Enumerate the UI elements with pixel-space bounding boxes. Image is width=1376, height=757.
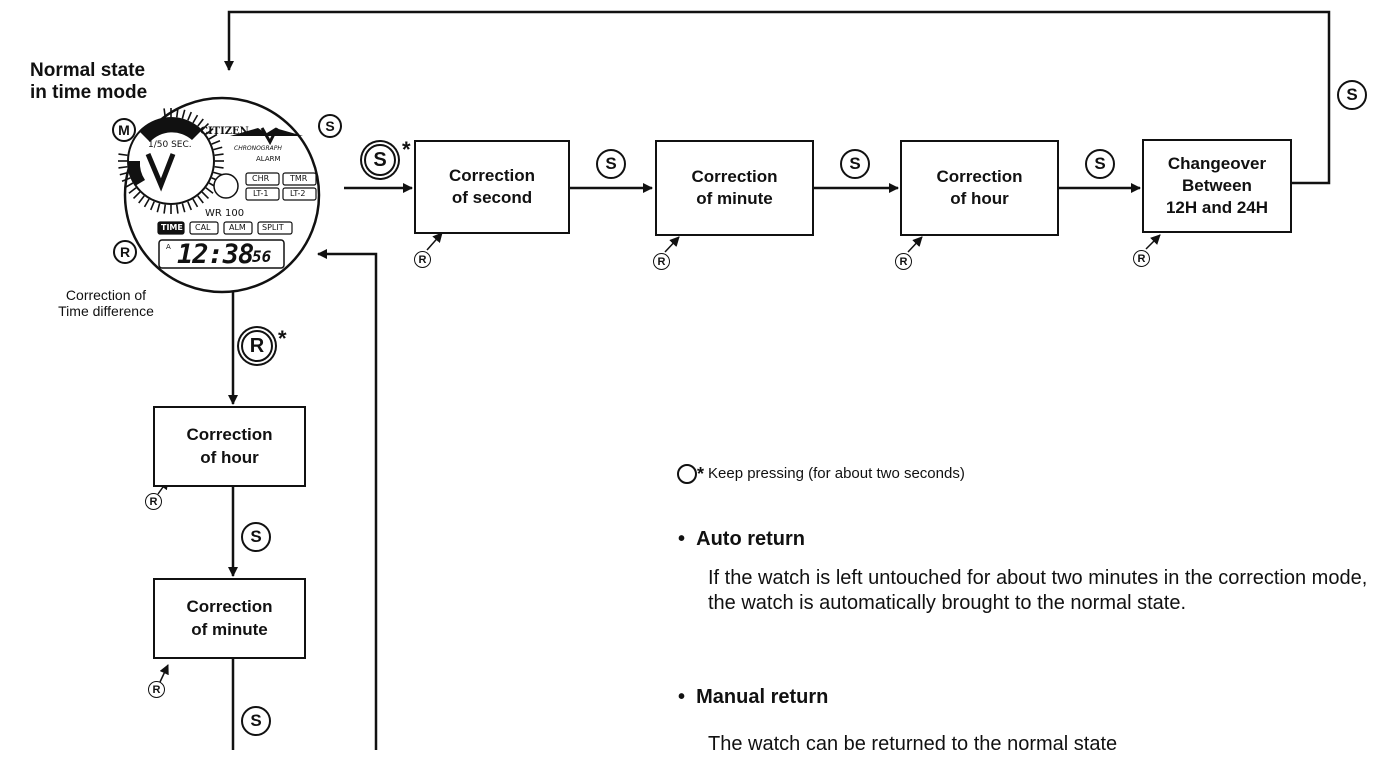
subdial-tick bbox=[211, 139, 221, 145]
subdial-tick bbox=[201, 122, 210, 131]
legend-star: * bbox=[697, 464, 705, 484]
subdial-tick bbox=[163, 204, 167, 214]
subdial-tick bbox=[197, 118, 204, 127]
display-seconds: 56 bbox=[252, 247, 272, 266]
subdial-tick bbox=[213, 171, 223, 176]
chronograph-logo bbox=[230, 127, 303, 146]
display-time: 12:38 bbox=[177, 239, 254, 270]
bullet-icon: • bbox=[678, 686, 697, 708]
s-button-arrow-1: S bbox=[596, 149, 626, 179]
legend-text: Keep pressing (for about two seconds) bbox=[708, 464, 965, 482]
subdial-tick bbox=[197, 195, 204, 204]
r-icon-hour: R bbox=[895, 253, 912, 270]
subdial-tick bbox=[187, 201, 193, 211]
subdial-tick bbox=[214, 165, 224, 169]
s-hold-star: * bbox=[402, 137, 411, 162]
manual-return-heading: • Manual return bbox=[678, 686, 828, 709]
logo-line1: CHRONOGRAPH bbox=[234, 145, 282, 152]
watch-button-m[interactable]: M bbox=[112, 118, 136, 142]
r-icon-left-hour: R bbox=[145, 493, 162, 510]
bullet-icon: • bbox=[678, 528, 697, 550]
subdial-tick bbox=[121, 177, 131, 183]
mode-cal: CAL bbox=[195, 223, 211, 232]
subdial-tick bbox=[213, 146, 223, 151]
subdial-tick bbox=[138, 195, 145, 204]
box-correction-of-hour: Correction of hour bbox=[900, 140, 1059, 236]
watch-brand: CITIZEN bbox=[200, 126, 249, 137]
box-correction-of-second: Correction of second bbox=[414, 140, 570, 234]
subdial-tick bbox=[124, 182, 134, 189]
subdial-tick bbox=[205, 187, 214, 194]
subdial-tick bbox=[163, 108, 167, 118]
return-to-watch-line bbox=[317, 249, 378, 750]
r-icon-minute: R bbox=[653, 253, 670, 270]
subdial-tick bbox=[192, 114, 199, 124]
s-button-left-1: S bbox=[241, 522, 271, 552]
correction-time-difference-label: Correction of Time difference bbox=[58, 287, 154, 320]
subdial-tick bbox=[205, 128, 214, 135]
subdial-tick bbox=[187, 111, 193, 121]
subdial-tick bbox=[208, 133, 218, 140]
auto-return-body: If the watch is left untouched for about… bbox=[708, 567, 1368, 614]
loop-return-line bbox=[224, 10, 1331, 185]
manual-return-body: The watch can be returned to the normal … bbox=[708, 733, 1118, 755]
normal-state-label: Normal state in time mode bbox=[30, 60, 148, 103]
r-icon-changeover: R bbox=[1133, 250, 1150, 267]
logo-line2: ALARM bbox=[256, 155, 281, 163]
subdial-tick bbox=[119, 171, 129, 176]
mode-alm: ALM bbox=[229, 223, 246, 232]
s-button-loop: S bbox=[1337, 80, 1367, 110]
box-correction-of-minute: Correction of minute bbox=[655, 140, 814, 236]
s-button-arrow-2: S bbox=[840, 149, 870, 179]
box-left-correction-of-minute: Correction of minute bbox=[153, 578, 306, 659]
watch-face bbox=[118, 96, 321, 294]
subdial-tick bbox=[128, 187, 137, 194]
subdial-tick bbox=[181, 109, 186, 119]
subdial-tick bbox=[175, 108, 179, 118]
chr-label: CHR bbox=[252, 174, 270, 183]
subdial-tick bbox=[118, 153, 128, 157]
legend: *Keep pressing (for about two seconds) bbox=[677, 464, 965, 485]
subdial-tick bbox=[181, 203, 186, 213]
r-icon-second: R bbox=[414, 251, 431, 268]
subdial-tick bbox=[118, 165, 128, 169]
box-changeover-12h-24h: Changeover Between 12H and 24H bbox=[1142, 139, 1292, 233]
subdial-tick bbox=[149, 201, 155, 211]
watch-button-s[interactable]: S bbox=[318, 114, 342, 138]
wr-label: WR 100 bbox=[205, 208, 245, 219]
lt1-label: LT-1 bbox=[253, 189, 269, 198]
watch-button-r[interactable]: R bbox=[113, 240, 137, 264]
subdial bbox=[127, 117, 215, 205]
s-button-left-2: S bbox=[241, 706, 271, 736]
box-left-correction-of-hour: Correction of hour bbox=[153, 406, 306, 487]
subdial-tick bbox=[143, 198, 150, 208]
lt2-label: LT-2 bbox=[290, 189, 306, 198]
subdial-tick bbox=[175, 204, 179, 214]
subdial-tick bbox=[132, 191, 141, 200]
display-prefix: A bbox=[166, 243, 171, 251]
subdial-label: 1/50 SEC. bbox=[148, 140, 192, 150]
auto-return-title: Auto return bbox=[696, 528, 806, 550]
tmr-label: TMR bbox=[290, 174, 308, 183]
mode-time: TIME bbox=[161, 223, 183, 232]
manual-return-title: Manual return bbox=[696, 686, 829, 708]
subdial-tick bbox=[156, 203, 161, 213]
auto-return-heading: • Auto return bbox=[678, 528, 805, 551]
subdial-tick bbox=[201, 191, 210, 200]
subdial-tick bbox=[214, 153, 224, 157]
r-hold-star: * bbox=[278, 326, 287, 351]
s-hold-button: S bbox=[364, 144, 396, 176]
mode-split: SPLIT bbox=[262, 223, 284, 232]
subdial-tick bbox=[192, 198, 199, 208]
r-hold-button: R bbox=[241, 330, 273, 362]
s-button-arrow-3: S bbox=[1085, 149, 1115, 179]
circle-icon bbox=[677, 464, 697, 484]
r-icon-left-minute: R bbox=[148, 681, 165, 698]
